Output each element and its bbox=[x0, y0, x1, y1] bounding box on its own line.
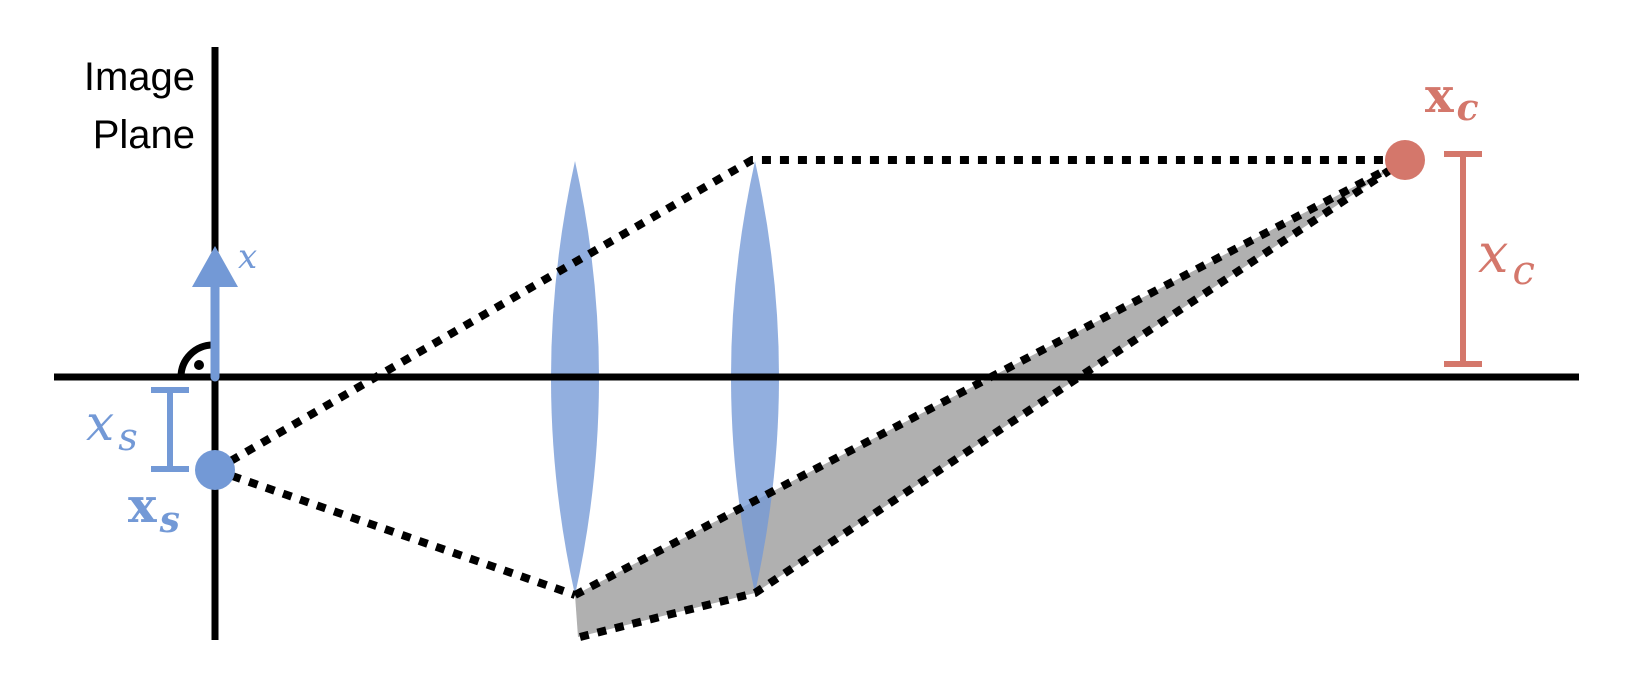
camera-point-xc bbox=[1385, 140, 1425, 180]
x-axis-label: x bbox=[238, 237, 257, 277]
xs-bold-label: xs bbox=[128, 478, 180, 541]
ray-bundle-band bbox=[575, 160, 1405, 637]
xc-bold-label: xc bbox=[1425, 68, 1479, 129]
image-plane-label-line2: Plane bbox=[93, 113, 195, 157]
xs-bracket bbox=[151, 387, 189, 472]
ray-upper bbox=[213, 156, 1405, 474]
x-axis-arrow-head bbox=[192, 246, 238, 287]
xc-bracket bbox=[1444, 151, 1482, 367]
right-angle-icon bbox=[177, 341, 214, 378]
image-plane-label-line1: Image bbox=[84, 55, 195, 99]
source-point-xs bbox=[195, 450, 235, 490]
ray-lower-in bbox=[213, 466, 577, 599]
ray-band-bottom bbox=[579, 156, 1408, 641]
ray-band-top bbox=[573, 156, 1407, 599]
right-angle-dot bbox=[194, 360, 204, 370]
